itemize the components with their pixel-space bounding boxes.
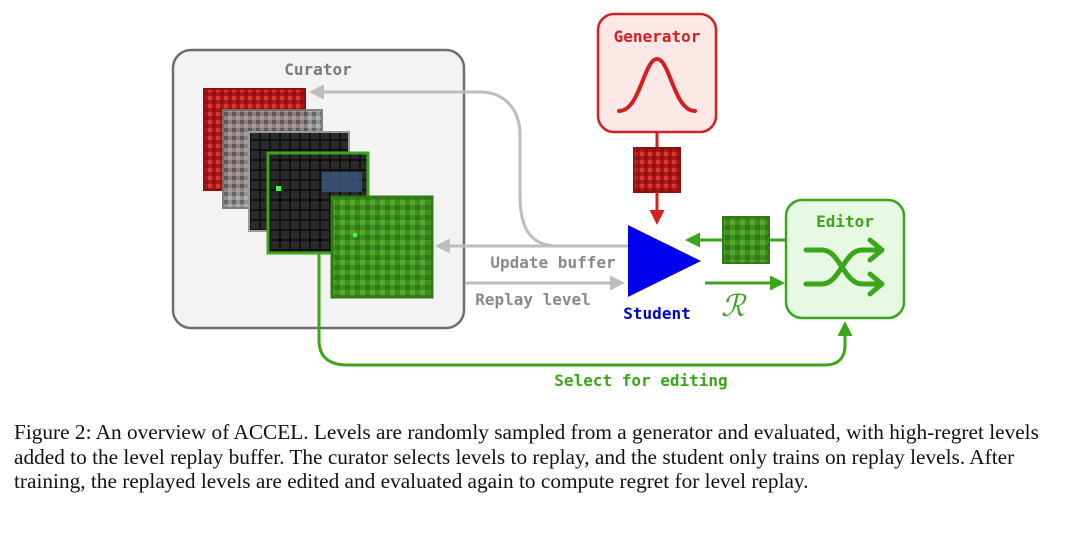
update-buffer-arrow bbox=[309, 84, 628, 248]
update-buffer-label: Update buffer bbox=[490, 253, 615, 272]
level-stack bbox=[203, 88, 434, 299]
replay-level-label: Replay level bbox=[475, 290, 591, 309]
generator-label: Generator bbox=[614, 27, 701, 46]
level-goal-cell bbox=[322, 172, 362, 192]
level-agent-cell bbox=[353, 233, 357, 237]
level-thumbnail-green bbox=[330, 195, 434, 299]
select-for-editing-label: Select for editing bbox=[554, 371, 727, 390]
generator-box: Generator bbox=[596, 12, 718, 134]
select-for-editing-arrow bbox=[317, 253, 853, 367]
curator-label: Curator bbox=[284, 60, 351, 79]
student-triangle-icon bbox=[628, 225, 701, 297]
editor-box: Editor bbox=[784, 198, 906, 320]
student-label: Student bbox=[623, 304, 690, 323]
regret-symbol: ℛ bbox=[721, 289, 747, 324]
accel-overview-diagram: Curator Generator Student Editor bbox=[171, 12, 906, 390]
edited-level-thumbnail bbox=[722, 216, 770, 264]
gaussian-curve-icon bbox=[617, 56, 697, 113]
shuffle-icon bbox=[803, 237, 885, 297]
generated-level-thumbnail bbox=[633, 147, 681, 193]
editor-label: Editor bbox=[816, 212, 874, 231]
figure-caption: Figure 2: An overview of ACCEL. Levels a… bbox=[14, 420, 1039, 493]
level-agent-cell bbox=[276, 186, 281, 191]
